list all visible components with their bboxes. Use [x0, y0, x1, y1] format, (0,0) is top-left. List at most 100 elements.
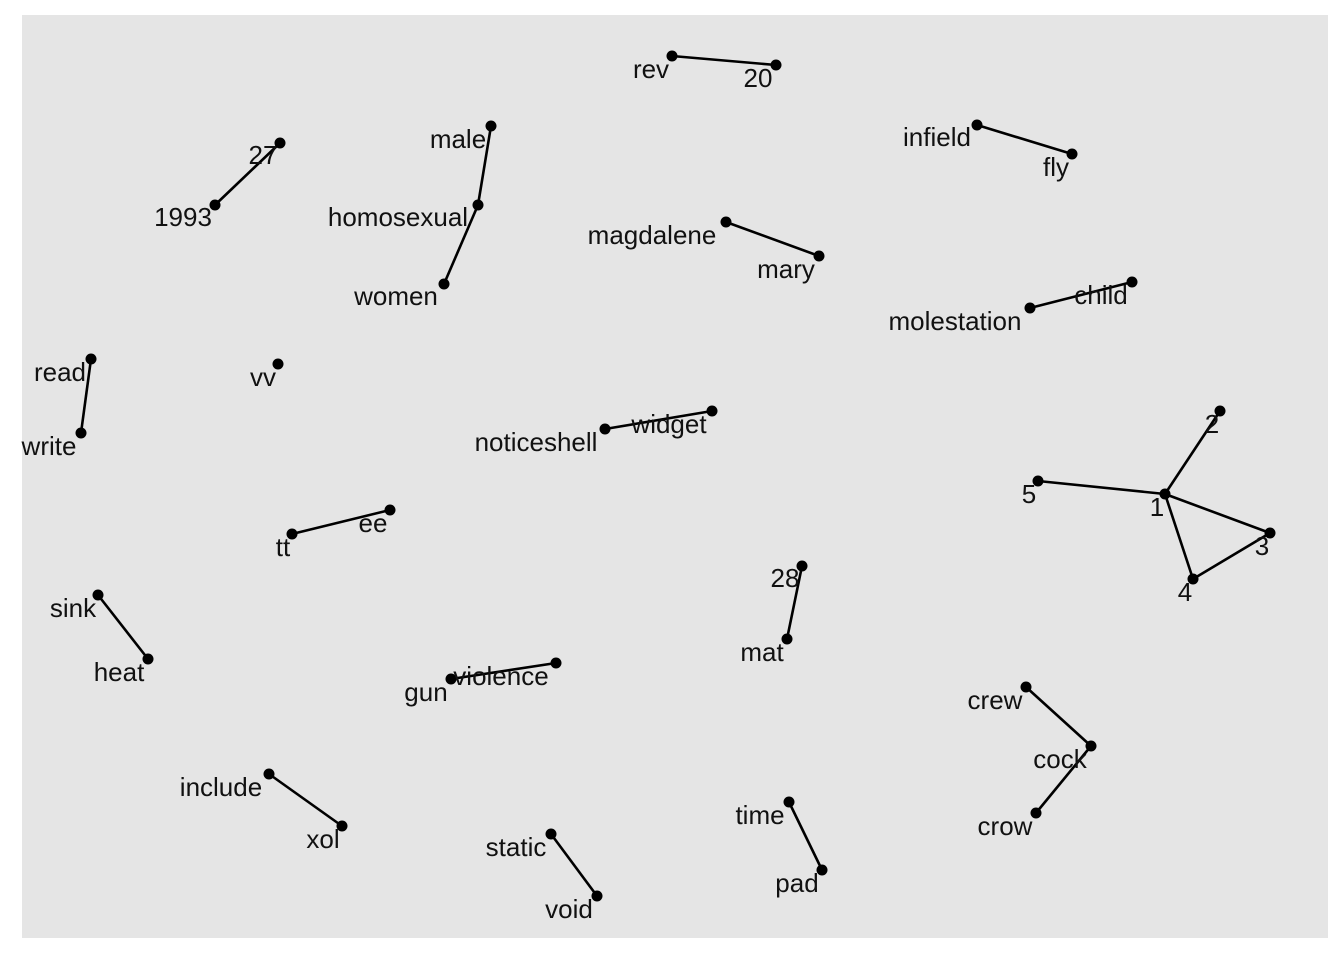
- edge-sink-heat: [96, 594, 150, 660]
- node-label-void: void: [545, 894, 593, 924]
- node-label-1: 1: [1150, 492, 1164, 522]
- edge-infield-fly: [976, 123, 1073, 156]
- edge-violence-gun: [450, 661, 557, 681]
- node-1: [1159, 488, 1171, 500]
- plot-panel: [22, 15, 1328, 938]
- edge-time-pad: [787, 801, 824, 871]
- node-3: [1264, 527, 1276, 539]
- edge-homosexual-women: [442, 204, 480, 285]
- node-vv: [272, 358, 284, 370]
- node-molestation: [1024, 302, 1036, 314]
- node-include: [263, 768, 275, 780]
- node-label-heat: heat: [94, 657, 145, 687]
- node-widget: [706, 405, 718, 417]
- node-fly: [1066, 148, 1078, 160]
- node-label-crow: crow: [978, 811, 1033, 841]
- node-label-magdalene: magdalene: [588, 220, 717, 250]
- node-label-28: 28: [771, 563, 800, 593]
- node-sink: [92, 589, 104, 601]
- node-gun: [445, 673, 457, 685]
- node-label-cock: cock: [1033, 744, 1087, 774]
- node-time: [783, 796, 795, 808]
- node-20: [770, 59, 782, 71]
- node-label-rev: rev: [633, 54, 669, 84]
- node-label-4: 4: [1178, 577, 1192, 607]
- edge-read-write: [79, 358, 93, 434]
- node-label-mary: mary: [757, 254, 815, 284]
- node-label-infield: infield: [903, 122, 971, 152]
- node-label-27: 27: [249, 140, 278, 170]
- node-write: [75, 427, 87, 439]
- edge-male-homosexual: [476, 125, 493, 206]
- node-male: [485, 120, 497, 132]
- node-label-write: write: [21, 431, 77, 461]
- node-magdalene: [720, 216, 732, 228]
- node-label-20: 20: [744, 63, 773, 93]
- node-crew: [1020, 681, 1032, 693]
- edge-static-void: [549, 833, 599, 897]
- node-child: [1126, 276, 1138, 288]
- node-label-3: 3: [1255, 531, 1269, 561]
- edge-1-5: [1037, 479, 1166, 496]
- node-label-read: read: [34, 357, 86, 387]
- node-4: [1187, 573, 1199, 585]
- edge-crew-cock: [1025, 686, 1092, 747]
- edge-1-2: [1163, 410, 1222, 495]
- node-label-2: 2: [1205, 409, 1219, 439]
- edge-1-3: [1164, 492, 1271, 535]
- node-label-molestation: molestation: [889, 306, 1022, 336]
- edge-child-molestation: [1029, 280, 1133, 310]
- node-pad: [816, 864, 828, 876]
- label-layer: rev 20 infield fly 27 1993 male homosexual women…: [21, 54, 1270, 924]
- node-label-crew: crew: [968, 685, 1023, 715]
- node-label-tt: tt: [276, 532, 291, 562]
- edge-include-xol: [268, 772, 343, 828]
- node-5: [1032, 475, 1044, 487]
- node-28: [796, 560, 808, 572]
- node-void: [591, 890, 603, 902]
- edge-magdalene-mary: [725, 220, 820, 258]
- node-static: [545, 828, 557, 840]
- node-label-child: child: [1074, 280, 1127, 310]
- node-rev: [666, 50, 678, 62]
- node-crow: [1030, 807, 1042, 819]
- node-label-fly: fly: [1043, 152, 1069, 182]
- node-layer: [75, 50, 1276, 902]
- node-women: [438, 278, 450, 290]
- edge-cock-crow: [1034, 745, 1093, 814]
- node-27: [274, 137, 286, 149]
- edge-27-1993: [214, 142, 281, 206]
- node-homosexual: [472, 199, 484, 211]
- edge-3-4: [1192, 531, 1271, 581]
- node-label-time: time: [735, 800, 784, 830]
- node-label-pad: pad: [775, 868, 818, 898]
- node-xol: [336, 820, 348, 832]
- node-label-mat: mat: [740, 637, 784, 667]
- node-label-vv: vv: [250, 362, 276, 392]
- node-label-homosexual: homosexual: [328, 202, 468, 232]
- edge-widget-noticeshell: [604, 409, 713, 431]
- node-label-5: 5: [1022, 479, 1036, 509]
- node-label-include: include: [180, 772, 262, 802]
- node-mat: [781, 633, 793, 645]
- node-label-women: women: [353, 281, 438, 311]
- node-label-sink: sink: [50, 593, 97, 623]
- node-violence: [550, 657, 562, 669]
- edge-rev-20: [671, 54, 777, 67]
- node-read: [85, 353, 97, 365]
- node-heat: [142, 653, 154, 665]
- node-ee: [384, 504, 396, 516]
- node-label-gun: gun: [404, 677, 447, 707]
- node-label-1993: 1993: [154, 202, 212, 232]
- node-label-static: static: [486, 832, 547, 862]
- node-infield: [971, 119, 983, 131]
- edge-1-4: [1163, 493, 1195, 580]
- node-mary: [813, 250, 825, 262]
- node-tt: [286, 528, 298, 540]
- node-label-widget: widget: [630, 409, 707, 439]
- node-cock: [1085, 740, 1097, 752]
- edge-ee-tt: [291, 508, 391, 536]
- edge-28-mat: [785, 565, 804, 640]
- node-label-male: male: [430, 124, 486, 154]
